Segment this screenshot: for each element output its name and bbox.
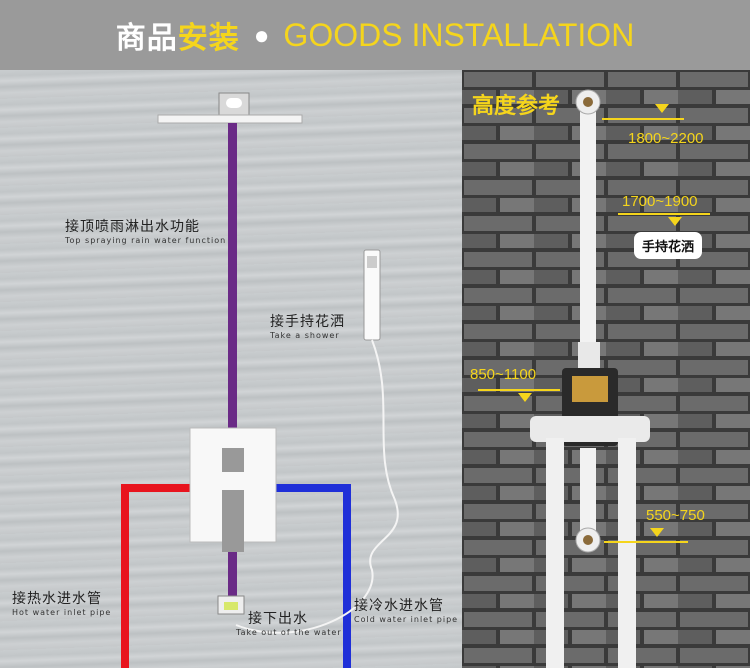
height-line-1800-2200: [602, 118, 684, 120]
banner-title: 商品 安装 ● GOODS INSTALLATION: [0, 0, 750, 70]
shower-head-mount-icon: [226, 98, 242, 108]
height-label-1700-1900: 1700~1900: [622, 193, 698, 210]
banner-title-en: GOODS INSTALLATION: [283, 16, 635, 53]
valve-brass-upper: [572, 376, 608, 402]
bottom-outlet-label: 接下出水 Take out of the water: [236, 608, 342, 637]
height-arrow-1700-1900-icon: [668, 217, 682, 226]
height-line-1700-1900: [618, 213, 710, 215]
banner-dot-icon: ●: [253, 19, 270, 50]
height-reference-panel: [462, 70, 750, 668]
valve-handle-lower: [222, 490, 244, 552]
bottom-outlet-label-cn: 接下出水: [248, 611, 308, 627]
top-spray-label-cn: 接顶喷雨淋出水功能: [65, 219, 200, 235]
bottom-elbow-outlet-icon: [583, 535, 593, 545]
height-label-1800-2200: 1800~2200: [628, 130, 704, 147]
height-line-850-1100: [478, 389, 560, 391]
banner-title-cn-white: 商品: [115, 22, 178, 55]
height-label-550-750: 550~750: [646, 507, 705, 524]
height-arrow-1800-2200-icon: [655, 104, 669, 113]
hand-shower-badge: 手持花洒: [634, 232, 703, 259]
installation-diagram-svg: [121, 92, 399, 668]
hot-inlet-label-en: Hot water inlet pipe: [12, 608, 112, 617]
cold-inlet-riser: [618, 438, 636, 668]
top-spray-label: 接顶喷雨淋出水功能 Top spraying rain water functi…: [65, 216, 226, 245]
height-arrow-850-1100-icon: [518, 393, 532, 402]
cold-inlet-label-en: Cold water inlet pipe: [354, 615, 459, 624]
installation-diagram-panel: 接顶喷雨淋出水功能 Top spraying rain water functi…: [0, 70, 462, 668]
bottom-outlet-label-en: Take out of the water: [236, 628, 342, 637]
top-elbow-outlet-icon: [583, 97, 593, 107]
height-arrow-550-750-icon: [650, 528, 664, 537]
brick-wall-svg: [462, 70, 750, 668]
height-line-550-750: [604, 541, 688, 543]
shower-hose: [235, 339, 399, 634]
hand-shower-label-en: Take a shower: [270, 331, 340, 340]
hand-shower-head-icon: [367, 256, 377, 268]
bottom-outlet-icon: [224, 602, 238, 610]
height-label-850-1100: 850~1100: [470, 366, 537, 383]
spray-pipe: [228, 123, 237, 430]
header-banner: 商品 安装 ● GOODS INSTALLATION: [0, 0, 750, 70]
hot-inlet-riser: [546, 438, 564, 668]
hand-shower-label: 接手持花洒 Take a shower: [270, 311, 345, 340]
hot-inlet-label-cn: 接热水进水管: [12, 591, 102, 607]
hot-inlet-label: 接热水进水管 Hot water inlet pipe: [12, 588, 111, 617]
horizontal-inlet-pipe: [530, 416, 650, 442]
cold-pipe: [274, 484, 351, 668]
height-reference-title: 高度参考: [472, 94, 561, 119]
banner-title-cn-yellow: 安装: [177, 22, 240, 55]
valve-handle-upper: [222, 448, 244, 472]
hand-shower-label-cn: 接手持花洒: [270, 314, 345, 330]
top-spray-label-en: Top spraying rain water function: [65, 236, 227, 245]
hot-pipe: [121, 484, 192, 668]
shower-head-plate: [157, 114, 303, 124]
spray-pipe-lower: [228, 544, 237, 596]
vertical-riser-pipe: [580, 100, 596, 360]
cold-inlet-label-cn: 接冷水进水管: [354, 598, 444, 614]
cold-inlet-label: 接冷水进水管 Cold water inlet pipe: [354, 595, 458, 624]
lower-outlet-pipe: [580, 448, 596, 538]
valve-top-connector: [578, 342, 600, 372]
